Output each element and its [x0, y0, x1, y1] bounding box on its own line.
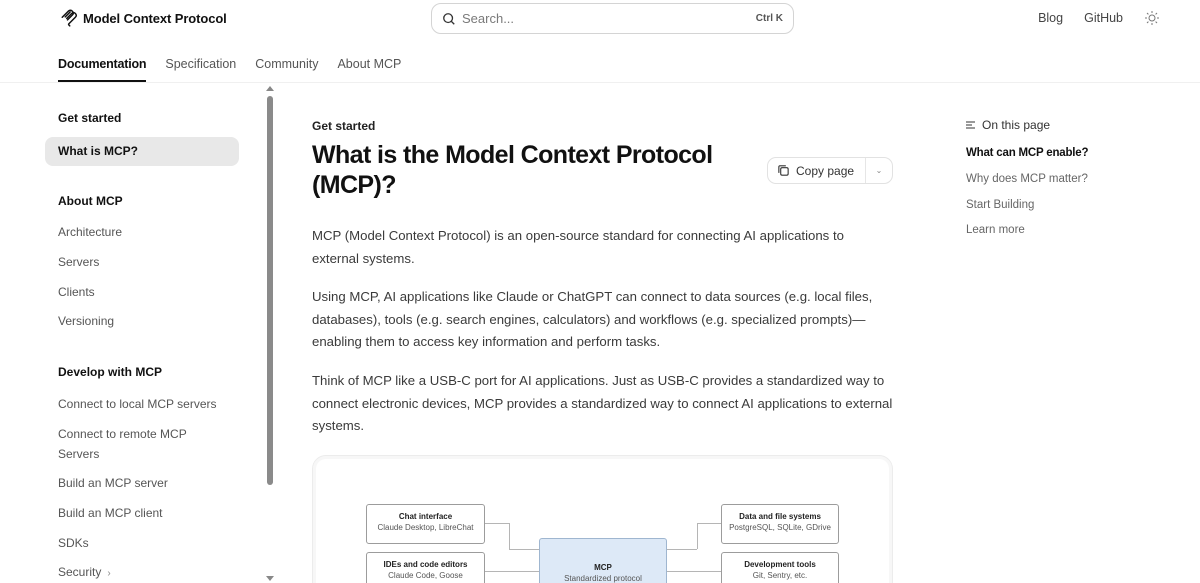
diagram-box-title: Data and file systems — [739, 512, 821, 521]
sidebar: Get started What is MCP? About MCP Archi… — [0, 83, 266, 583]
intro-paragraph-1: MCP (Model Context Protocol) is an open-… — [312, 228, 844, 266]
connector-line — [697, 523, 721, 524]
toc-item-learn-more[interactable]: Learn more — [966, 224, 1025, 236]
sidebar-section-about-mcp: About MCP — [58, 194, 123, 208]
diagram-box-subtitle: PostgreSQL, SQLite, GDrive — [729, 523, 831, 532]
sidebar-item-security-label: Security — [58, 565, 102, 579]
table-of-contents: On this page What can MCP enable? Why do… — [966, 117, 1166, 236]
search-input[interactable] — [462, 11, 756, 26]
github-link[interactable]: GitHub — [1084, 11, 1123, 25]
connector-line — [509, 523, 510, 549]
page-eyebrow: Get started — [312, 119, 376, 133]
chevron-down-icon[interactable]: ⌄ — [875, 166, 883, 175]
toc-heading-label: On this page — [982, 118, 1051, 132]
diagram-box-chat-interface: Chat interface Claude Desktop, LibreChat — [366, 504, 485, 544]
toc-item-start-building[interactable]: Start Building — [966, 199, 1035, 211]
sidebar-item-servers[interactable]: Servers — [58, 255, 100, 269]
scroll-up-arrow-icon[interactable] — [266, 86, 274, 91]
toc-item-what-can-mcp-enable[interactable]: What can MCP enable? — [966, 147, 1089, 159]
diagram-box-title: Development tools — [744, 560, 816, 569]
scroll-thumb[interactable] — [267, 96, 273, 485]
connector-line — [697, 523, 698, 549]
intro-paragraph-2: Using MCP, AI applications like Claude o… — [312, 289, 873, 349]
search-box[interactable]: Ctrl K — [431, 3, 794, 34]
diagram-box-ides: IDEs and code editors Claude Code, Goose — [366, 552, 485, 583]
chevron-right-icon: › — [107, 568, 111, 579]
diagram-box-mcp: MCP Standardized protocol — [539, 538, 667, 583]
mcp-diagram: Chat interface Claude Desktop, LibreChat… — [312, 455, 893, 583]
tabs-divider — [0, 82, 1200, 83]
sidebar-item-what-is-mcp[interactable]: What is MCP? — [45, 137, 239, 166]
sidebar-item-build-client[interactable]: Build an MCP client — [58, 506, 163, 520]
search-shortcut: Ctrl K — [755, 13, 783, 24]
top-links: Blog GitHub — [1038, 10, 1160, 26]
page-title: What is the Model Context Protocol (MCP)… — [312, 141, 713, 199]
sidebar-item-clients[interactable]: Clients — [58, 285, 95, 299]
tab-about-mcp[interactable]: About MCP — [337, 57, 402, 71]
list-icon — [966, 121, 975, 129]
brand-logo[interactable]: Model Context Protocol — [60, 9, 227, 27]
diagram-box-title: MCP — [594, 563, 612, 572]
diagram-box-data-files: Data and file systems PostgreSQL, SQLite… — [721, 504, 839, 544]
blog-link[interactable]: Blog — [1038, 11, 1064, 25]
search-icon — [443, 12, 455, 25]
brand-name: Model Context Protocol — [83, 10, 227, 26]
sidebar-section-get-started: Get started — [58, 111, 122, 125]
copy-page-button[interactable]: Copy page — [768, 158, 866, 183]
sidebar-item-sdks[interactable]: SDKs — [58, 536, 89, 550]
copy-page-label: Copy page — [796, 163, 855, 178]
connector-line — [667, 571, 721, 572]
copy-icon — [778, 165, 789, 176]
diagram-box-subtitle: Git, Sentry, etc. — [752, 571, 808, 580]
diagram-box-subtitle: Claude Code, Goose — [388, 571, 463, 580]
connector-line — [509, 549, 539, 550]
diagram-box-title: IDEs and code editors — [383, 560, 468, 569]
mcp-logo-icon — [61, 9, 78, 27]
tab-community[interactable]: Community — [255, 57, 319, 71]
tab-specification[interactable]: Specification — [165, 57, 237, 71]
sidebar-item-connect-local[interactable]: Connect to local MCP servers — [58, 397, 217, 411]
diagram-box-subtitle: Standardized protocol — [564, 574, 642, 583]
sidebar-item-versioning[interactable]: Versioning — [58, 314, 115, 328]
connector-line — [485, 523, 509, 524]
sidebar-item-build-server[interactable]: Build an MCP server — [58, 476, 168, 490]
intro-paragraph-3: Think of MCP like a USB-C port for AI ap… — [312, 373, 893, 433]
diagram-box-title: Chat interface — [398, 512, 453, 521]
sidebar-scrollbar[interactable] — [264, 86, 276, 583]
sidebar-item-connect-remote[interactable]: Connect to remote MCP Servers — [58, 427, 187, 461]
sidebar-item-architecture[interactable]: Architecture — [58, 225, 123, 239]
toc-heading: On this page — [966, 117, 1166, 133]
tab-documentation[interactable]: Documentation — [58, 50, 147, 82]
diagram-box-subtitle: Claude Desktop, LibreChat — [377, 523, 474, 532]
scroll-down-arrow-icon[interactable] — [266, 576, 274, 581]
sidebar-section-develop: Develop with MCP — [58, 365, 163, 379]
top-bar: Model Context Protocol Ctrl K Blog GitHu… — [0, 0, 1200, 36]
connector-line — [485, 571, 539, 572]
sun-icon[interactable] — [1144, 10, 1160, 26]
sidebar-item-security[interactable]: Security › — [58, 563, 228, 583]
diagram-box-dev-tools: Development tools Git, Sentry, etc. — [721, 552, 839, 583]
toc-item-why-does-mcp-matter[interactable]: Why does MCP matter? — [966, 173, 1088, 185]
connector-line — [667, 549, 697, 550]
nav-tabs: Documentation Specification Community Ab… — [58, 50, 401, 82]
copy-page-button-group: Copy page ⌄ — [767, 157, 893, 184]
